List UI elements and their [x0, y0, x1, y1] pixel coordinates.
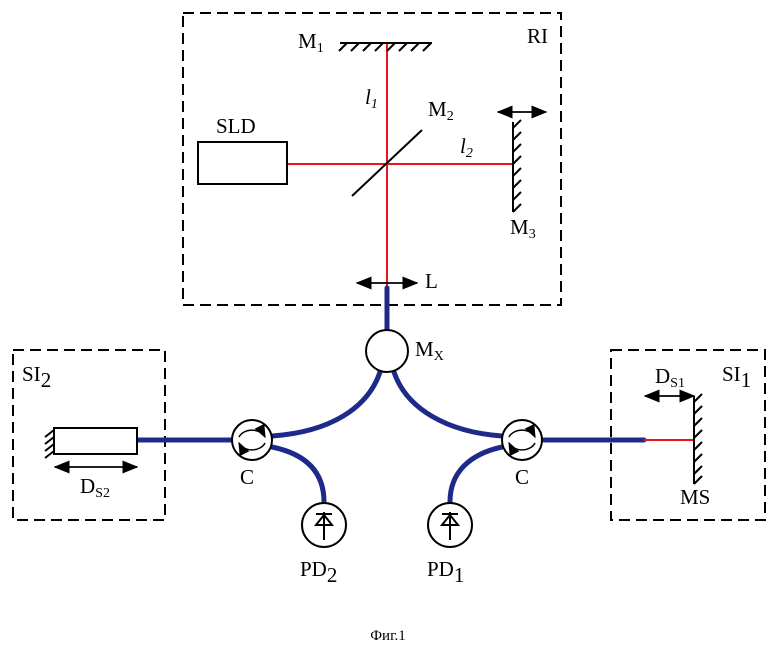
circulator-left	[232, 420, 272, 460]
sld-source	[198, 142, 287, 184]
photodiode-pd1	[428, 503, 472, 547]
m2-label: M2	[428, 97, 454, 124]
photodiode-pd2	[302, 503, 346, 547]
m1-label: M1	[298, 29, 324, 56]
fiber-right-circulator-to-pd1	[450, 447, 502, 502]
pd1-label: PD1	[427, 557, 464, 587]
si2-element	[45, 428, 137, 458]
fiber-left-circulator-to-pd2	[272, 447, 324, 502]
c-left-label: C	[240, 465, 254, 489]
ds1-label: DS1	[655, 364, 685, 391]
l-label: L	[425, 269, 438, 293]
reference-interferometer-beams	[287, 43, 513, 290]
si1-label: SI1	[722, 362, 751, 392]
si2-label: SI2	[22, 362, 51, 392]
sld-label: SLD	[216, 114, 256, 138]
m3-label: M3	[510, 215, 536, 242]
mirror-ms	[694, 394, 702, 484]
circulator-right	[502, 420, 542, 460]
fiber-network	[137, 288, 644, 502]
mx-label: MX	[415, 337, 444, 364]
l2-label: l2	[460, 134, 473, 161]
ri-label: RI	[527, 24, 548, 48]
l1-label: l1	[365, 85, 378, 112]
figure-caption: Фиг.1	[370, 628, 406, 644]
ds2-label: DS2	[80, 474, 110, 501]
fiber-mx-to-right-circulator	[394, 372, 502, 436]
coupler-mx	[366, 330, 408, 372]
mirror-m3	[513, 120, 521, 212]
ms-label: MS	[680, 485, 710, 509]
fiber-mx-to-left-circulator	[272, 372, 380, 436]
c-right-label: C	[515, 465, 529, 489]
pd2-label: PD2	[300, 557, 337, 587]
mirror-m1	[339, 43, 432, 51]
